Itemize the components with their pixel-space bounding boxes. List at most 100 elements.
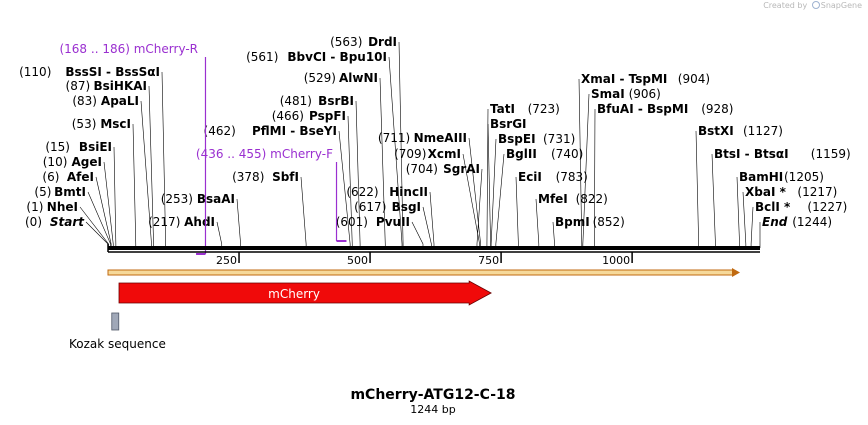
site-name: BclI * <box>755 200 791 214</box>
tick-label: 250 <box>216 254 237 267</box>
site-sbfi[interactable]: SbfI(378) <box>232 170 307 248</box>
site-leader-line <box>515 176 519 248</box>
site-position: (906) <box>629 87 661 101</box>
site-start[interactable]: Start(0) <box>25 215 109 248</box>
primer-mcherry-r[interactable]: (168 .. 186) mCherry-R <box>59 42 207 255</box>
site-bbvci-bpu10i[interactable]: BbvCI - Bpu10I(561) <box>246 50 403 248</box>
site-name: BstXI <box>698 124 734 138</box>
site-name: SbfI <box>272 170 299 184</box>
site-position: (561) <box>246 50 278 64</box>
tick-500: 500 <box>347 252 371 267</box>
site-ecii[interactable]: EciI(783) <box>515 170 588 248</box>
site-position: (53) <box>72 117 97 131</box>
site-position: (481) <box>280 94 312 108</box>
site-bsgi[interactable]: BsgI(617) <box>354 200 432 248</box>
site-btsi-bts-i[interactable]: BtsI - BtsαI(1159) <box>711 147 851 248</box>
site-position: (731) <box>543 132 575 146</box>
site-name: TatI <box>490 102 515 116</box>
site-name: HincII <box>389 185 428 199</box>
site-position: (1159) <box>811 147 851 161</box>
site-pflmi-bseyi[interactable]: PflMI - BseYI (462) <box>204 124 351 248</box>
map-subtitle: 1244 bp <box>410 403 455 416</box>
site-position: (711) <box>378 131 410 145</box>
site-position: (10) <box>43 155 68 169</box>
site-ahdi[interactable]: AhdI(217) <box>148 215 223 248</box>
snapgene-credit: Created by SnapGene <box>763 1 862 10</box>
site-bpmi[interactable]: BpmI(852) <box>552 215 625 248</box>
tick-1000: 1000 <box>602 252 633 267</box>
sequence-backbone <box>107 244 760 253</box>
site-name: EciI <box>518 170 542 184</box>
site-xbai[interactable]: XbaI *(1217) <box>742 185 837 248</box>
site-leader-line <box>87 191 111 248</box>
site-name: SmaI <box>591 87 625 101</box>
site-xcmi[interactable]: XcmI(709) <box>394 147 480 248</box>
site-position: (563) <box>330 35 362 49</box>
site-bfuai-bspmi[interactable]: BfuAI - BspMI (928) <box>594 102 733 248</box>
site-leader-line <box>422 206 432 248</box>
site-bsiei[interactable]: BsiEI(15) <box>45 140 117 248</box>
orf-arrowhead <box>732 268 740 277</box>
site-position: (1217) <box>797 185 837 199</box>
site-bstxi[interactable]: BstXI (1127) <box>695 124 783 248</box>
site-hincii[interactable]: HincII(622) <box>346 185 435 248</box>
tick-label: 750 <box>478 254 499 267</box>
site-name: AgeI <box>72 155 102 169</box>
site-position: (1127) <box>743 124 783 138</box>
site-name: XmaI - TspMI <box>581 72 667 86</box>
site-name: BspEI <box>498 132 536 146</box>
restriction-sites: Start(0)NheI(1)BmtI(5)AfeI(6)AgeI(10)Bsi… <box>19 35 851 248</box>
credit-brand: SnapGene <box>820 1 862 10</box>
site-mfei[interactable]: MfeI(822) <box>535 192 608 248</box>
tick-250: 250 <box>216 252 240 267</box>
site-name: BsgI <box>392 200 421 214</box>
feature-kozak-sequence[interactable]: Kozak sequence <box>69 312 166 351</box>
site-name: Start <box>50 215 85 229</box>
feature-mcherry[interactable]: mCherry <box>118 280 492 306</box>
site-bspei[interactable]: BspEI (731) <box>490 132 575 248</box>
site-sgrai[interactable]: SgrAI(704) <box>406 162 483 248</box>
site-position: (466) <box>272 109 304 123</box>
site-position: (1205) <box>784 170 824 184</box>
tick-label: 500 <box>347 254 368 267</box>
site-position: (83) <box>72 94 97 108</box>
site-name: ApaLI <box>101 94 139 108</box>
site-bmti[interactable]: BmtI(5) <box>34 185 111 248</box>
site-name: BsaAI <box>197 192 235 206</box>
site-leader-line <box>132 123 137 248</box>
site-position: (1227) <box>807 200 847 214</box>
site-position: (110) <box>19 65 51 79</box>
site-name: BsiHKAI <box>94 79 148 93</box>
site-leader-line <box>216 221 223 248</box>
site-afei[interactable]: AfeI (6) <box>42 170 112 248</box>
site-nhei[interactable]: NheI (1) <box>26 200 109 248</box>
site-position: (928) <box>701 102 733 116</box>
site-name: BpmI <box>555 215 590 229</box>
site-name: BfuAI - BspMI <box>597 102 688 116</box>
site-drdi[interactable]: DrdI(563) <box>330 35 404 248</box>
feature-box <box>111 312 120 331</box>
site-nmeaiii[interactable]: NmeAIII(711) <box>378 131 481 248</box>
site-name: BamHI <box>739 170 783 184</box>
site-name: AlwNI <box>339 71 378 85</box>
site-agei[interactable]: AgeI (10) <box>43 155 114 248</box>
site-end[interactable]: End(1244) <box>759 215 832 248</box>
site-position: (1) <box>26 200 43 214</box>
site-bsrbi[interactable]: BsrBI(481) <box>280 94 361 248</box>
site-name: PflMI - BseYI <box>252 124 337 138</box>
site-name: BsrGI <box>490 117 527 131</box>
site-leader-line <box>236 198 241 248</box>
site-name: NheI <box>47 200 78 214</box>
site-name: PvuII <box>376 215 410 229</box>
site-position: (6) <box>42 170 59 184</box>
site-pvuii[interactable]: PvuII(601) <box>336 215 424 248</box>
site-leader-line <box>750 206 754 248</box>
site-apali[interactable]: ApaLI (83) <box>72 94 152 248</box>
site-name: AfeI <box>67 170 94 184</box>
site-msci[interactable]: MscI(53) <box>72 117 137 248</box>
site-leader-line <box>113 146 117 248</box>
site-position: (462) <box>204 124 236 138</box>
primer-mcherry-f[interactable]: (436 .. 455) mCherry-F <box>196 147 347 242</box>
